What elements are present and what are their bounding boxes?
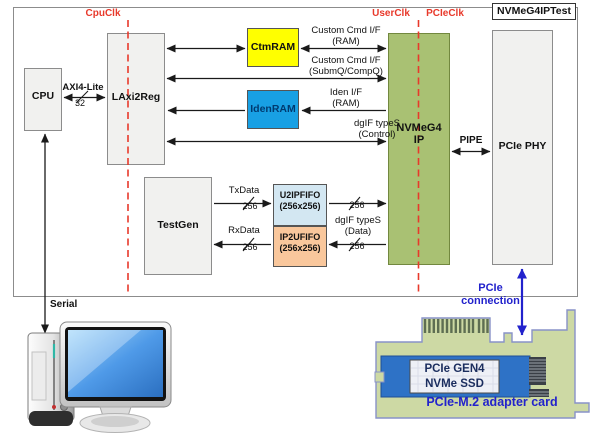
rxdata-label: RxData	[228, 225, 260, 236]
pipe-label: PIPE	[459, 135, 483, 146]
pcieclk-label: PCIeClk	[426, 8, 464, 19]
u2ipfifo-label: U2IPFIFO(256x256)	[279, 190, 321, 211]
m2-screw-notch	[374, 371, 385, 383]
cpu-label: CPU	[31, 90, 55, 102]
adapter-card-label: PCIe-M.2 adapter card	[426, 395, 558, 409]
computer-monitor	[59, 321, 172, 433]
iden-if-label: Iden I/F(RAM)	[329, 87, 363, 109]
idenram-label: IdenRAM	[250, 103, 296, 115]
cpu-block	[24, 68, 62, 131]
ip2ufifo-block	[273, 226, 327, 267]
idenram-block	[247, 90, 299, 129]
testgen-label: TestGen	[157, 219, 199, 231]
dgif-data-label: dgIF typeS(Data)	[335, 215, 381, 237]
userclk-label: UserClk	[372, 8, 410, 19]
laxi2reg-block	[107, 33, 165, 165]
ip2u-width-label: 256	[349, 241, 365, 251]
axi-width-label: 32	[74, 98, 85, 108]
txdata-label: TxData	[228, 185, 260, 196]
axi4-lite-label: AXI4-Lite	[62, 82, 104, 93]
ctmram-block	[247, 28, 299, 67]
pcie-phy-block	[492, 30, 553, 265]
laxi2reg-label: LAxi2Reg	[111, 91, 161, 103]
serial-label: Serial	[50, 299, 78, 310]
u2ip-width-label: 256	[349, 200, 365, 210]
cpuclk-label: CpuClk	[85, 8, 121, 19]
pcie-phy-label: PCIe PHY	[498, 140, 547, 152]
m2-connector-block	[529, 357, 549, 397]
dgif-control-label: dgIF typeS(Control)	[354, 118, 400, 140]
ctmram-label: CtmRAM	[250, 41, 296, 53]
pcie-edge-fingers	[423, 319, 489, 333]
ip2ufifo-label: IP2UFIFO(256x256)	[279, 232, 321, 253]
custom-cmd-ram-label: Custom Cmd I/F(RAM)	[311, 25, 381, 47]
title-box-label: NVMeG4IPTest	[497, 5, 571, 17]
custom-cmd-queue-label: Custom Cmd I/F(SubmQ/CompQ)	[309, 55, 383, 77]
testgen-block	[144, 177, 212, 275]
u2ipfifo-block	[273, 184, 327, 226]
title-box	[492, 3, 576, 20]
rxdata-width-label: 256	[242, 242, 258, 252]
txdata-width-label: 256	[242, 201, 258, 211]
computer-illustration	[27, 321, 172, 433]
computer-tower	[27, 332, 75, 426]
